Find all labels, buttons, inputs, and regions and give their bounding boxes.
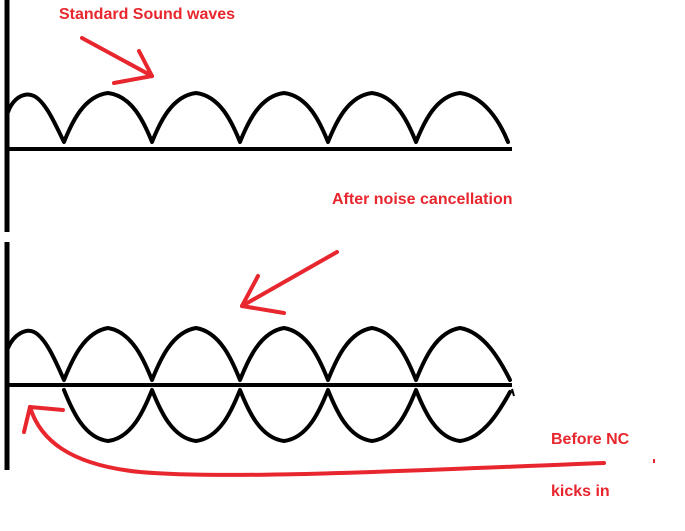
before-nc-arrow	[22, 405, 606, 477]
noise-cancellation-diagram	[4, 0, 655, 477]
before-nc-label-line1: Before NC	[551, 431, 630, 448]
before-nc-label: Before NC kicks in	[551, 401, 629, 531]
original-sound-wave	[6, 326, 512, 382]
standard-sound-wave	[6, 91, 510, 144]
after-noise-cancellation-label: After noise cancellation	[332, 191, 513, 208]
standard-sound-waves-label: Standard Sound waves	[59, 6, 236, 23]
before-nc-label-line2: kicks in	[551, 483, 610, 500]
anti-noise-inverted-wave	[62, 388, 512, 443]
standard-wave-arrow	[80, 36, 154, 85]
after-nc-arrow	[240, 250, 339, 315]
axis-end-tick	[511, 388, 515, 397]
